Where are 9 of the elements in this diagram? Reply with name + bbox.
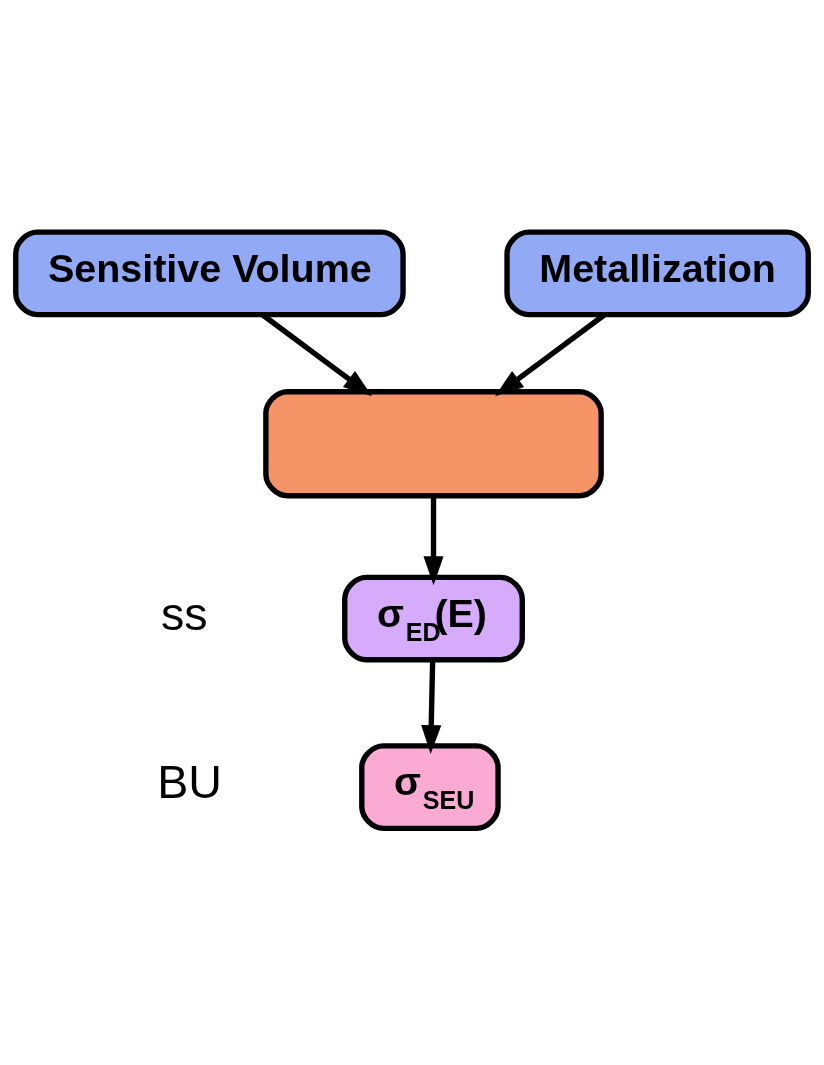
node-box: Metallization	[504, 229, 811, 318]
label: ss	[160, 587, 208, 640]
label: BU	[157, 756, 223, 809]
node-box: σ$_{SEU}$	[359, 743, 501, 832]
node-box: σ$_{ED}$(E)	[342, 574, 525, 663]
node-box: Sensitive Volume	[13, 229, 406, 318]
node-box	[263, 389, 604, 499]
arrow	[423, 496, 444, 586]
arrow	[421, 660, 442, 754]
